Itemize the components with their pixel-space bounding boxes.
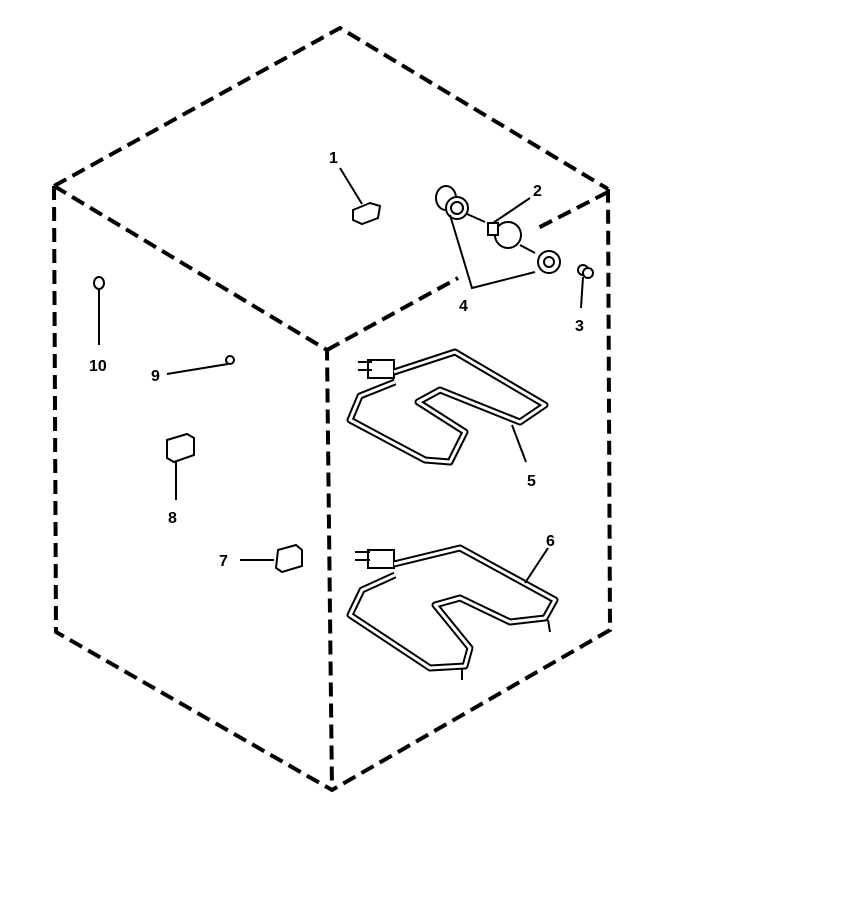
part-3-plug[interactable] <box>577 264 594 309</box>
part-1-clip[interactable] <box>339 167 382 226</box>
part-2-bulb[interactable] <box>487 197 531 249</box>
cabinet-outline <box>52 25 613 793</box>
callout-7: 7 <box>219 553 228 570</box>
callout-9: 9 <box>151 368 160 385</box>
part-8-bracket[interactable] <box>166 432 195 500</box>
part-6-bake-element[interactable] <box>346 544 559 680</box>
part-7-switch[interactable] <box>240 543 303 574</box>
part-9-screw[interactable] <box>166 355 235 375</box>
part-4-sockets[interactable] <box>435 185 561 290</box>
callout-6: 6 <box>546 533 555 550</box>
callout-2: 2 <box>533 183 542 200</box>
callout-8: 8 <box>168 510 177 527</box>
part-5-broil-element[interactable] <box>346 348 549 466</box>
callout-1: 1 <box>329 150 338 167</box>
callout-5: 5 <box>527 473 536 490</box>
part-10-clip[interactable] <box>93 276 105 345</box>
callout-10: 10 <box>89 358 107 375</box>
callout-3: 3 <box>575 318 584 335</box>
callout-4: 4 <box>459 298 468 315</box>
